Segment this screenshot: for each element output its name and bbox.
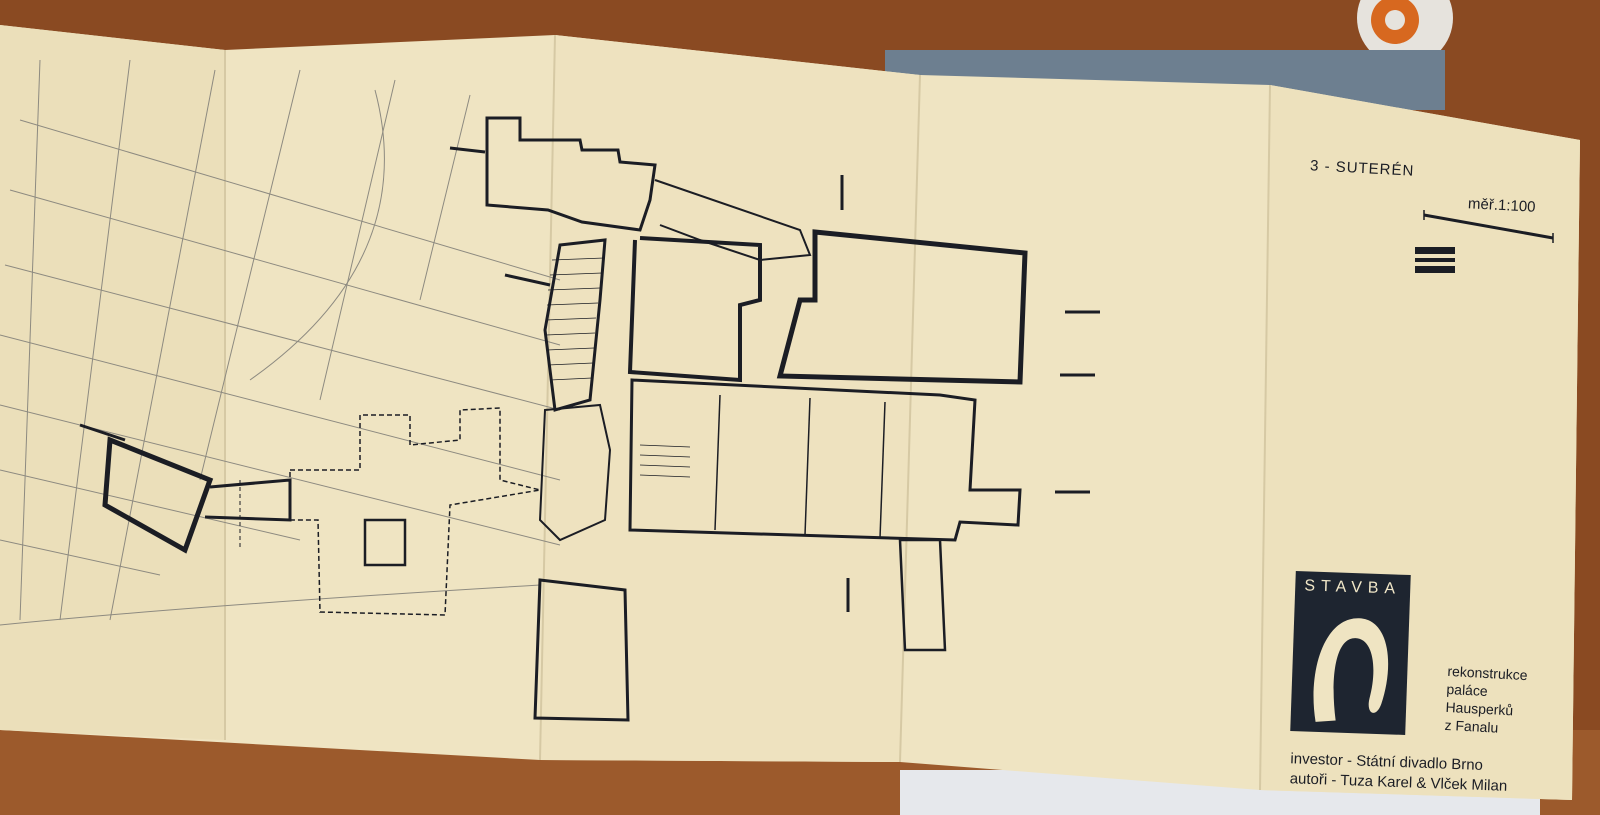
plug-socket-object — [1357, 0, 1453, 66]
project-title: rekonstrukce paláce Hausperků z Fanalu — [1444, 662, 1528, 738]
credits-block: investor - Státní divadlo Brno autoři - … — [1289, 749, 1508, 797]
logo-word: STAVBA — [1304, 577, 1402, 598]
horseshoe-emblem-icon — [1313, 618, 1389, 722]
section-markers — [79, 146, 1100, 612]
basement-floor-plan — [102, 116, 1028, 722]
site-grid-lines — [0, 59, 561, 626]
scale-label: měř.1:100 — [1467, 195, 1536, 216]
scale-bar-and-legend — [1415, 210, 1554, 273]
stavba-logo: STAVBA — [1290, 571, 1411, 735]
